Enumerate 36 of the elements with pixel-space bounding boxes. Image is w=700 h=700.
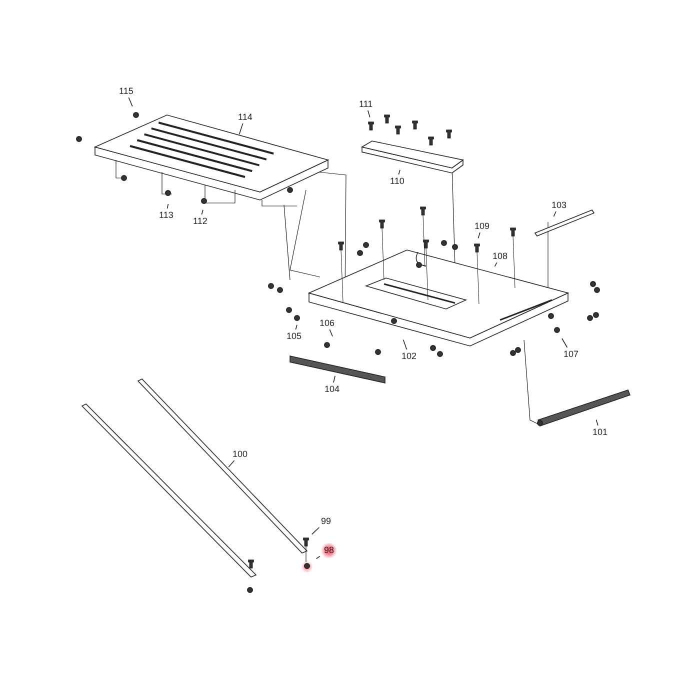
callout-number: 100 xyxy=(232,448,249,460)
callout-number: 114 xyxy=(237,112,254,122)
leader-line xyxy=(402,339,408,350)
callout-number: 103 xyxy=(550,200,568,210)
callout-number: 102 xyxy=(400,350,418,362)
callout-number: 101 xyxy=(592,426,609,438)
callout-number: 109 xyxy=(474,220,491,232)
callout-number: 99 xyxy=(320,516,332,526)
callout-number: 113 xyxy=(158,210,174,220)
leader-line xyxy=(478,232,480,239)
leader-line xyxy=(312,527,320,535)
leader-line xyxy=(553,211,556,217)
callout-number: 111 xyxy=(358,98,374,110)
leader-line xyxy=(128,97,133,107)
leader-line xyxy=(316,556,320,560)
leader-line xyxy=(329,329,333,337)
leader-line xyxy=(238,123,244,135)
leader-line xyxy=(166,204,169,209)
leader-line xyxy=(333,376,336,383)
callout-number: 104 xyxy=(324,384,341,394)
leader-line xyxy=(562,338,568,348)
callout-number: 115 xyxy=(118,86,134,96)
leader-line xyxy=(494,262,498,267)
callout-number: 107 xyxy=(562,348,580,360)
callout-number: 112 xyxy=(192,216,208,226)
callout-number: 106 xyxy=(318,318,336,328)
callout-number: 98 xyxy=(321,542,338,558)
callout-number: 110 xyxy=(389,176,406,186)
leader-line xyxy=(228,460,235,468)
leader-line xyxy=(398,170,400,175)
leader-line xyxy=(295,324,298,330)
leader-line xyxy=(596,419,598,426)
leader-line xyxy=(368,110,370,118)
callout-number: 108 xyxy=(492,250,509,262)
leader-line xyxy=(201,210,204,215)
callout-number: 105 xyxy=(286,330,303,342)
